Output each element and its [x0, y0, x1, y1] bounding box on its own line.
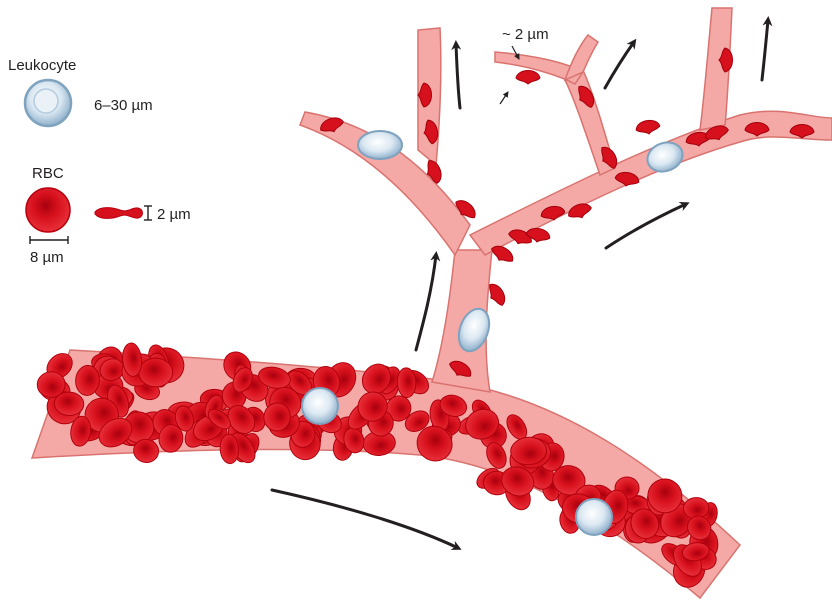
rbc-cell-deformed [516, 71, 540, 85]
leukocyte-cell [358, 131, 402, 159]
leukocyte-cell [576, 499, 612, 535]
flow-arrow [416, 255, 436, 350]
rbc-side-view-icon [95, 208, 143, 219]
rbc-icon [26, 188, 70, 232]
capillary-width-label: ~ 2 µm [502, 26, 549, 43]
rbc-diameter-scale-bar [30, 236, 68, 244]
flow-arrow [605, 42, 634, 88]
branch-rbcs [318, 48, 814, 381]
rbc-thickness-label: 2 µm [157, 206, 191, 223]
leukocyte-nucleus [34, 89, 58, 113]
leukocyte-size-label: 6–30 µm [94, 97, 153, 114]
rbc-label: RBC [32, 165, 64, 182]
dimension-arrow [500, 92, 508, 104]
legend: Leukocyte 6–30 µm RBC 8 µm 2 µm [8, 57, 191, 266]
rbc-diameter-label: 8 µm [30, 249, 64, 266]
branch-mid-upper [565, 35, 598, 80]
flow-arrow [762, 20, 768, 80]
flow-arrow [272, 490, 458, 548]
rbc-cell [139, 358, 173, 387]
flow-arrow [606, 204, 686, 248]
rbc-cell-deformed [635, 119, 661, 136]
rbc-thickness-bar [144, 206, 152, 220]
leukocyte-label: Leukocyte [8, 57, 76, 74]
flow-arrow [456, 44, 460, 108]
leukocyte-cell [302, 388, 338, 424]
